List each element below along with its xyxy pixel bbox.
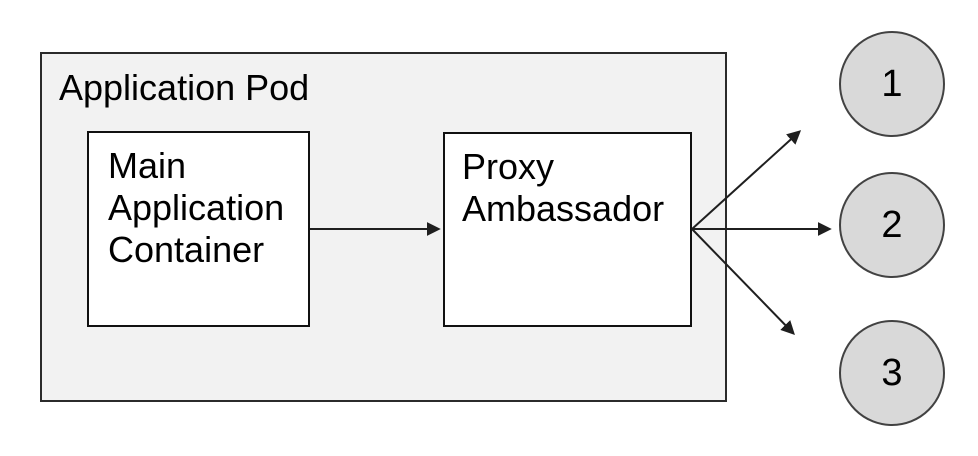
main-application-container-node: Main Application Container [87,131,310,327]
endpoint-2-label: 2 [881,203,903,246]
endpoint-node-1: 1 [839,31,945,137]
endpoint-node-2: 2 [839,172,945,278]
application-pod-label: Application Pod [59,67,310,108]
proxy-ambassador-node: Proxy Ambassador [443,132,692,327]
endpoint-3-label: 3 [881,351,903,394]
main-application-container-label: Main Application Container [108,145,285,270]
endpoint-1-label: 1 [881,62,903,105]
endpoint-node-3: 3 [839,320,945,426]
proxy-ambassador-label: Proxy Ambassador [462,146,665,229]
